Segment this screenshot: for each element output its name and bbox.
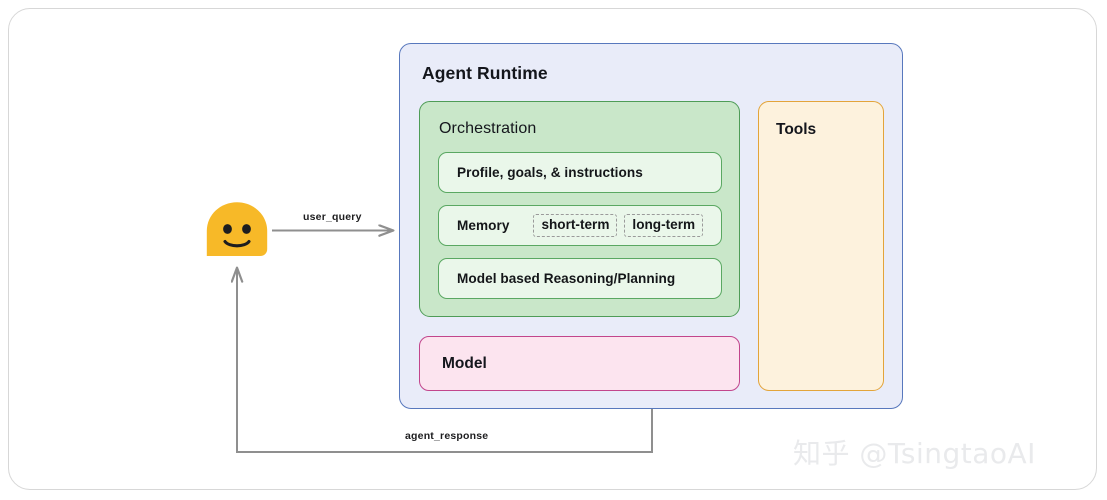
memory-chip-short-term: short-term	[533, 214, 618, 237]
memory-chip-group: short-term long-term	[533, 214, 704, 237]
flow-label-user-query: user_query	[303, 211, 362, 223]
orchestration-title: Orchestration	[439, 120, 537, 137]
watermark: 知乎 @TsingtaoAI	[793, 437, 1036, 470]
tools-container: Tools	[758, 101, 884, 391]
agent-runtime-title: Agent Runtime	[422, 63, 548, 83]
orchestration-row-label: Profile, goals, & instructions	[457, 165, 643, 180]
user-avatar-icon	[206, 202, 268, 256]
orchestration-row-reasoning: Model based Reasoning/Planning	[438, 258, 722, 299]
flow-label-agent-response: agent_response	[405, 430, 489, 442]
model-container: Model	[419, 336, 740, 391]
model-title: Model	[442, 354, 487, 372]
orchestration-row-label: Model based Reasoning/Planning	[457, 271, 676, 286]
orchestration-row-memory: Memory short-term long-term	[438, 205, 722, 246]
memory-chip-long-term: long-term	[624, 214, 704, 237]
orchestration-row-profile: Profile, goals, & instructions	[438, 152, 722, 193]
orchestration-row-label: Memory	[457, 218, 510, 233]
tools-title: Tools	[776, 121, 817, 138]
